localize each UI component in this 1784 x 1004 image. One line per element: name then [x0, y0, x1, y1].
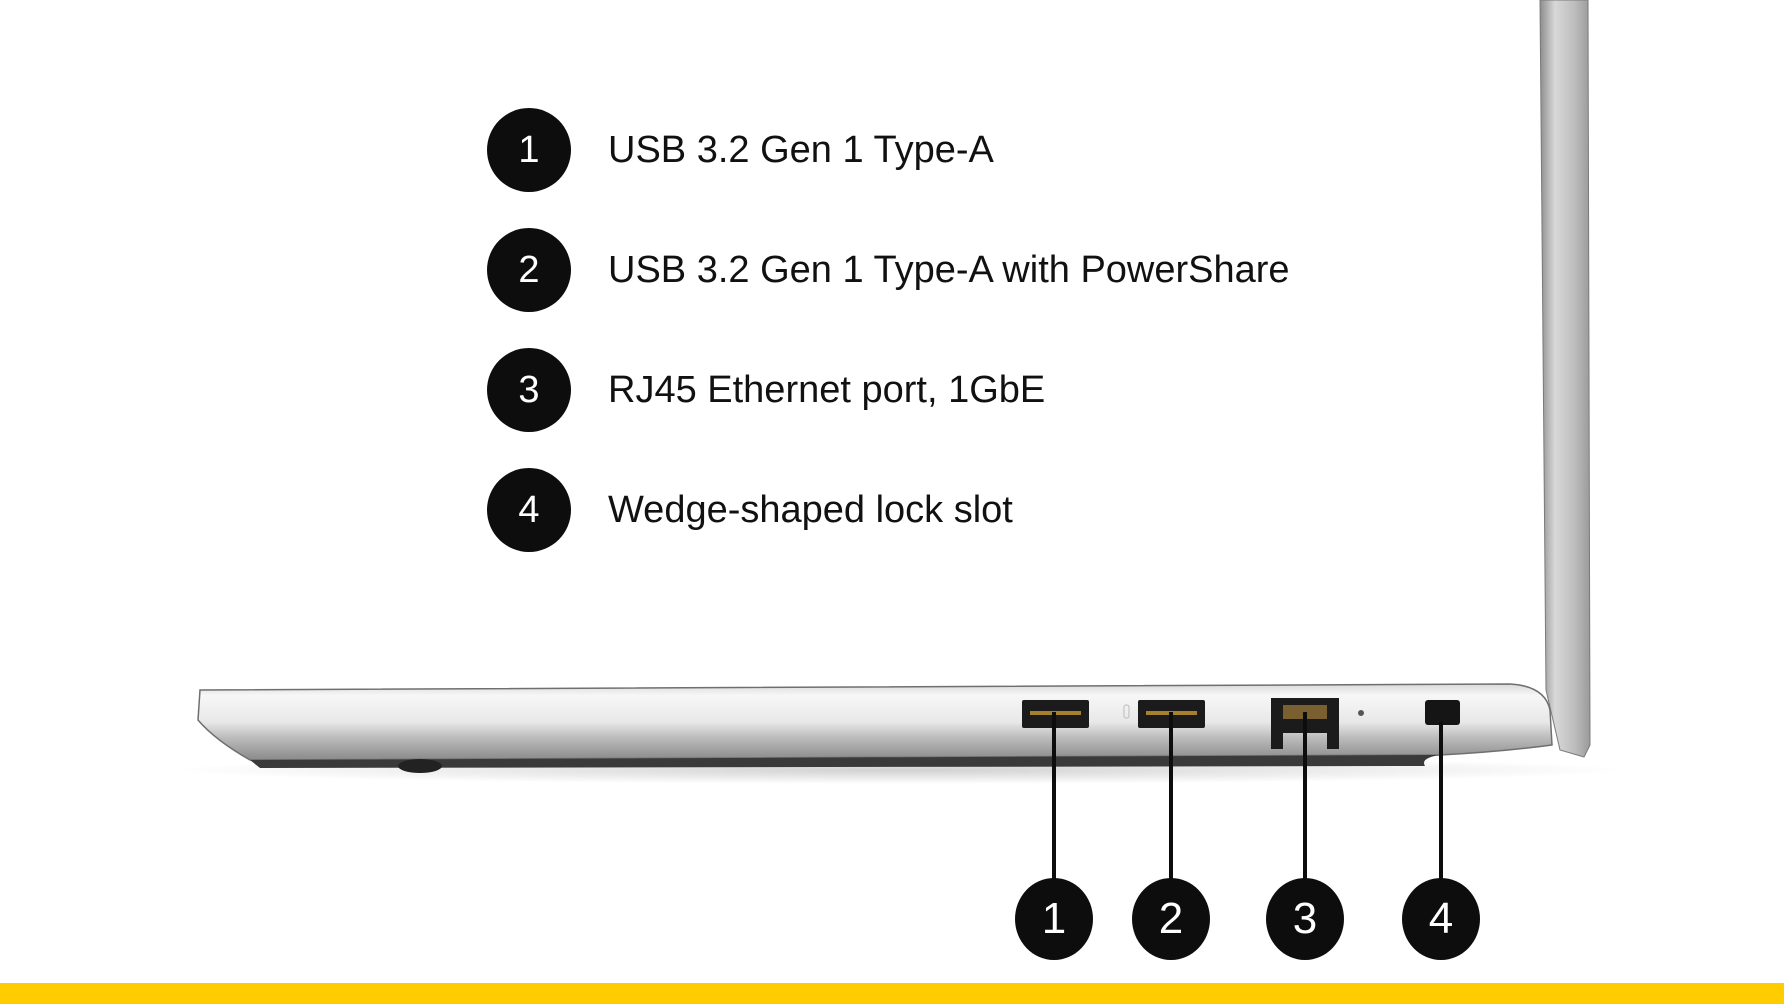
lock-slot	[1425, 700, 1460, 725]
callout-badge-2: 2	[1132, 878, 1210, 960]
callout-badge-4: 4	[1402, 878, 1480, 960]
callout-line-1	[1052, 712, 1056, 882]
powershare-icon	[1123, 704, 1130, 719]
legend-number-badge: 1	[487, 108, 571, 192]
legend-label: Wedge-shaped lock slot	[608, 488, 1013, 531]
legend-number-badge: 4	[487, 468, 571, 552]
legend-label: USB 3.2 Gen 1 Type-A with PowerShare	[608, 248, 1290, 291]
laptop-base	[197, 683, 1553, 761]
callout-badge-3: 3	[1266, 878, 1344, 960]
activity-led	[1358, 710, 1364, 716]
legend-item: 4 Wedge-shaped lock slot	[487, 468, 1013, 552]
legend-number-badge: 3	[487, 348, 571, 432]
callout-line-2	[1169, 712, 1173, 882]
callout-line-4	[1439, 722, 1443, 882]
callout-line-3	[1303, 712, 1307, 882]
legend-label: USB 3.2 Gen 1 Type-A	[608, 128, 994, 171]
legend-item: 3 RJ45 Ethernet port, 1GbE	[487, 348, 1045, 432]
callout-badge-1: 1	[1015, 878, 1093, 960]
legend-label: RJ45 Ethernet port, 1GbE	[608, 368, 1046, 411]
laptop-bottom-edge	[250, 755, 1440, 768]
legend-item: 1 USB 3.2 Gen 1 Type-A	[487, 108, 994, 192]
legend-item: 2 USB 3.2 Gen 1 Type-A with PowerShare	[487, 228, 1290, 312]
laptop-lid	[1539, 0, 1591, 758]
legend-number-badge: 2	[487, 228, 571, 312]
accent-bar	[0, 983, 1784, 1004]
rubber-foot	[398, 759, 442, 773]
